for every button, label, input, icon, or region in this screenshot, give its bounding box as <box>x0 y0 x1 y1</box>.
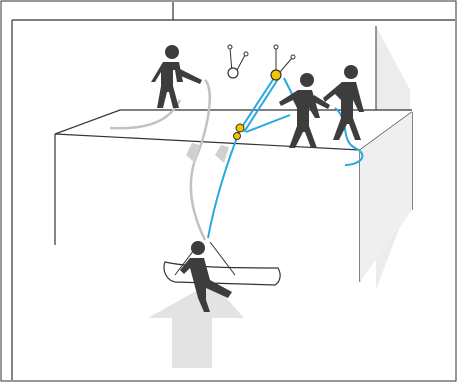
pulley-icon <box>271 70 281 80</box>
pulley-icon <box>228 68 238 78</box>
pulley-icon <box>236 124 244 132</box>
pulley-icon <box>234 133 241 140</box>
